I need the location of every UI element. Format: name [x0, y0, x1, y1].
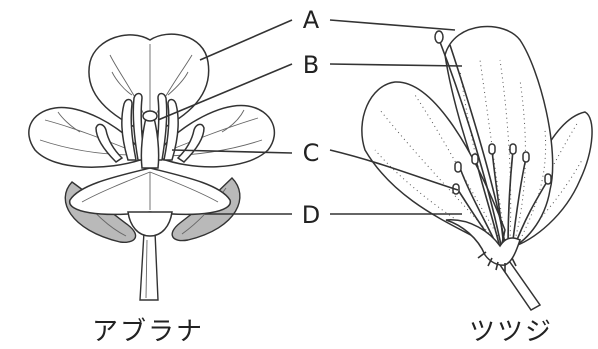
abrana-flower [29, 34, 275, 300]
label-d: D [302, 201, 320, 229]
label-a: A [303, 6, 320, 34]
label-c: C [303, 139, 320, 167]
abrana-stigma [143, 111, 157, 121]
caption-tsutsuji: ツツジ [469, 317, 553, 347]
caption-abrana: アブラナ [92, 317, 204, 347]
abrana-stem [140, 232, 158, 300]
leader-a-right [330, 20, 455, 30]
leader-b-right [330, 64, 462, 66]
label-b: B [303, 51, 319, 79]
leader-a-left [200, 20, 292, 60]
tsutsuji-flower [362, 26, 592, 310]
